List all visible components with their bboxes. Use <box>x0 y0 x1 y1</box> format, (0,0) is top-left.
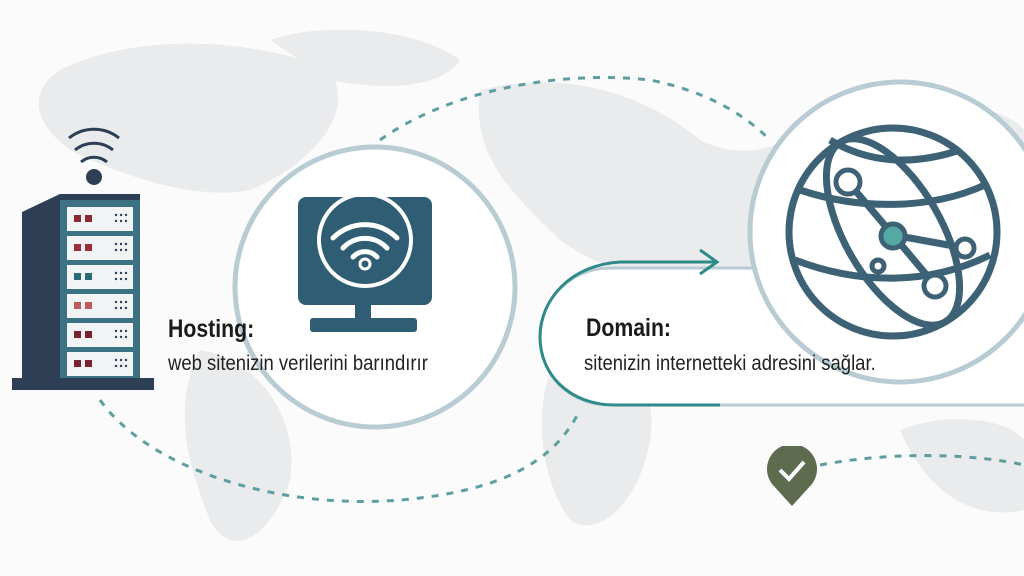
globe-nodes <box>833 167 977 300</box>
server-vent-dot <box>114 271 118 275</box>
server-vent-dot <box>114 306 118 310</box>
server-led <box>85 360 92 367</box>
server-led <box>74 331 81 338</box>
server-led <box>85 331 92 338</box>
server-led <box>74 244 81 251</box>
domain-title: Domain: <box>586 314 671 342</box>
hosting-title: Hosting: <box>168 315 255 343</box>
domain-pill-accent <box>538 260 720 407</box>
server-vent-dot <box>114 364 118 368</box>
server-vent-dot <box>124 242 128 246</box>
server-vent-dot <box>124 300 128 304</box>
check-pin-icon <box>767 446 817 506</box>
server-vent-dot <box>124 306 128 310</box>
server-vent-dot <box>124 248 128 252</box>
server-vent-dot <box>114 213 118 217</box>
arrow-right-icon <box>620 248 720 276</box>
server-led <box>74 360 81 367</box>
server-led <box>74 215 81 222</box>
server-vent-dot <box>119 271 123 275</box>
server-led <box>85 244 92 251</box>
monitor-wifi-icon <box>298 192 432 332</box>
server-vent-dot <box>114 358 118 362</box>
server-vent-dot <box>119 358 123 362</box>
server-led <box>74 273 81 280</box>
server-led <box>85 215 92 222</box>
server-vent-dot <box>114 248 118 252</box>
server-vent-dot <box>119 277 123 281</box>
server-vent-dot <box>119 335 123 339</box>
server-vent-dot <box>114 335 118 339</box>
server-vent-dot <box>119 242 123 246</box>
server-vent-dot <box>114 242 118 246</box>
server-vent-dot <box>119 329 123 333</box>
server-led <box>74 302 81 309</box>
server-vent-dot <box>124 271 128 275</box>
server-vent-dot <box>114 219 118 223</box>
server-vent-dot <box>124 335 128 339</box>
server-vent-dot <box>119 300 123 304</box>
server-vent-dot <box>124 329 128 333</box>
server-vent-dot <box>124 219 128 223</box>
wifi-signal-icon <box>68 127 120 185</box>
dashed-connection-lines <box>98 76 1024 504</box>
server-led <box>85 273 92 280</box>
server-vent-dot <box>124 277 128 281</box>
server-led <box>85 302 92 309</box>
server-vent-dot <box>124 364 128 368</box>
hosting-description: web sitenizin verilerini barındırır <box>168 352 428 375</box>
server-vent-dot <box>119 248 123 252</box>
server-rack-icon <box>12 194 154 390</box>
server-vent-dot <box>114 277 118 281</box>
globe-network-icon <box>785 124 1001 340</box>
domain-description: sitenizin internetteki adresini sağlar. <box>584 352 876 375</box>
server-vent-dot <box>119 219 123 223</box>
server-vent-dot <box>124 358 128 362</box>
server-vent-dot <box>114 300 118 304</box>
server-vent-dot <box>119 364 123 368</box>
server-vent-dot <box>124 213 128 217</box>
server-vent-dot <box>119 213 123 217</box>
server-vent-dot <box>119 306 123 310</box>
server-vent-dot <box>114 329 118 333</box>
